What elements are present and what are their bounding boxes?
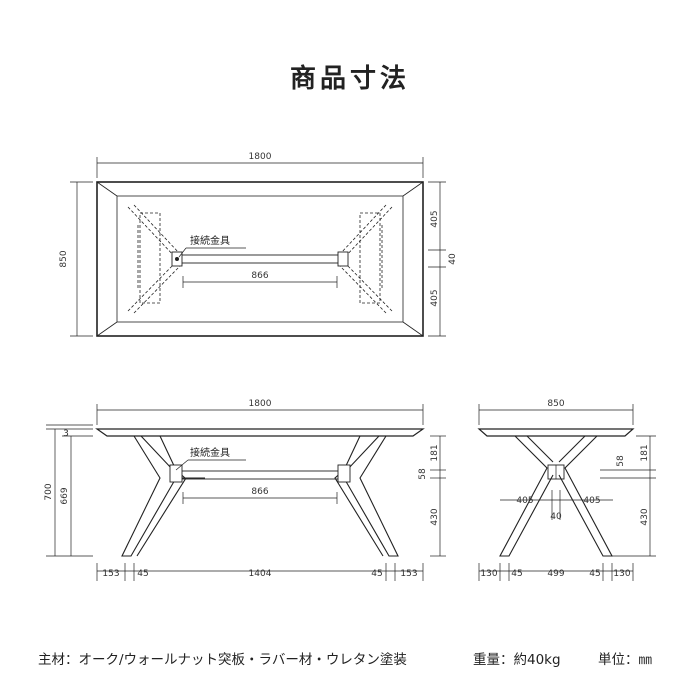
side-view-bottom-1404: 1404 <box>249 569 272 579</box>
end-view-bottom-130-left: 130 <box>480 569 497 579</box>
side-view-tabletop <box>95 428 425 437</box>
spec-footer: 主材：オーク/ウォールナット突板・ラバー材・ウレタン塗装 重量：約40kg 単位… <box>38 648 678 670</box>
end-view-181-label: 181 <box>640 444 650 461</box>
side-view-height-label: 700 <box>44 483 54 500</box>
top-view-left-frame <box>127 204 181 314</box>
weight-text: 重量：約40kg <box>473 652 561 668</box>
page-title: 商品寸法 <box>289 64 410 94</box>
side-view-width-label: 1800 <box>249 399 272 409</box>
side-view-58-label: 58 <box>418 468 428 480</box>
side-view-connector-span-label: 866 <box>251 487 268 497</box>
top-view-right-lower-label: 405 <box>430 289 440 306</box>
end-view-bottom-45-left: 45 <box>511 569 522 579</box>
top-view-connector-label: 接続金具 <box>190 234 230 247</box>
side-view-bottom-45-left: 45 <box>137 569 148 579</box>
end-view-width-label: 850 <box>547 399 564 409</box>
side-view-181-label: 181 <box>430 444 440 461</box>
top-view <box>70 157 446 337</box>
top-view-tabletop <box>96 181 424 337</box>
side-view-leg-height-label: 669 <box>60 487 70 504</box>
end-view-tabletop <box>477 428 635 437</box>
unit-text: 単位：㎜ <box>598 652 652 668</box>
top-view-connector-bar <box>177 254 343 264</box>
top-view-connector-span-label: 866 <box>251 271 268 281</box>
top-view-right-frame <box>339 204 393 314</box>
top-view-width-label: 1800 <box>249 152 272 162</box>
end-view-center-40-label: 40 <box>550 512 562 522</box>
end-view-bottom-499: 499 <box>547 569 564 579</box>
end-view-430-label: 430 <box>640 508 650 525</box>
top-view-right-upper-label: 405 <box>430 210 440 227</box>
side-view-bottom-153-left: 153 <box>102 569 119 579</box>
end-view-bottom-130-right: 130 <box>613 569 630 579</box>
top-view-depth-label: 850 <box>59 250 69 267</box>
side-view-connector-label: 接続金具 <box>190 446 230 459</box>
side-view-bottom-45-right: 45 <box>371 569 382 579</box>
end-view-58-label: 58 <box>616 455 626 467</box>
materials-text: 主材：オーク/ウォールナット突板・ラバー材・ウレタン塗装 <box>38 652 407 668</box>
side-view-top-thickness-label: 3 <box>63 429 69 439</box>
side-view-bottom-153-right: 153 <box>400 569 417 579</box>
end-view-right-405-label: 405 <box>583 496 600 506</box>
top-view-right-mid-label: 40 <box>448 253 458 265</box>
end-view <box>477 404 656 581</box>
side-view-430-label: 430 <box>430 508 440 525</box>
side-view <box>46 404 446 581</box>
end-view-bottom-45-right: 45 <box>589 569 600 579</box>
side-view-right-legs <box>334 435 399 557</box>
end-view-left-405-label: 405 <box>516 496 533 506</box>
